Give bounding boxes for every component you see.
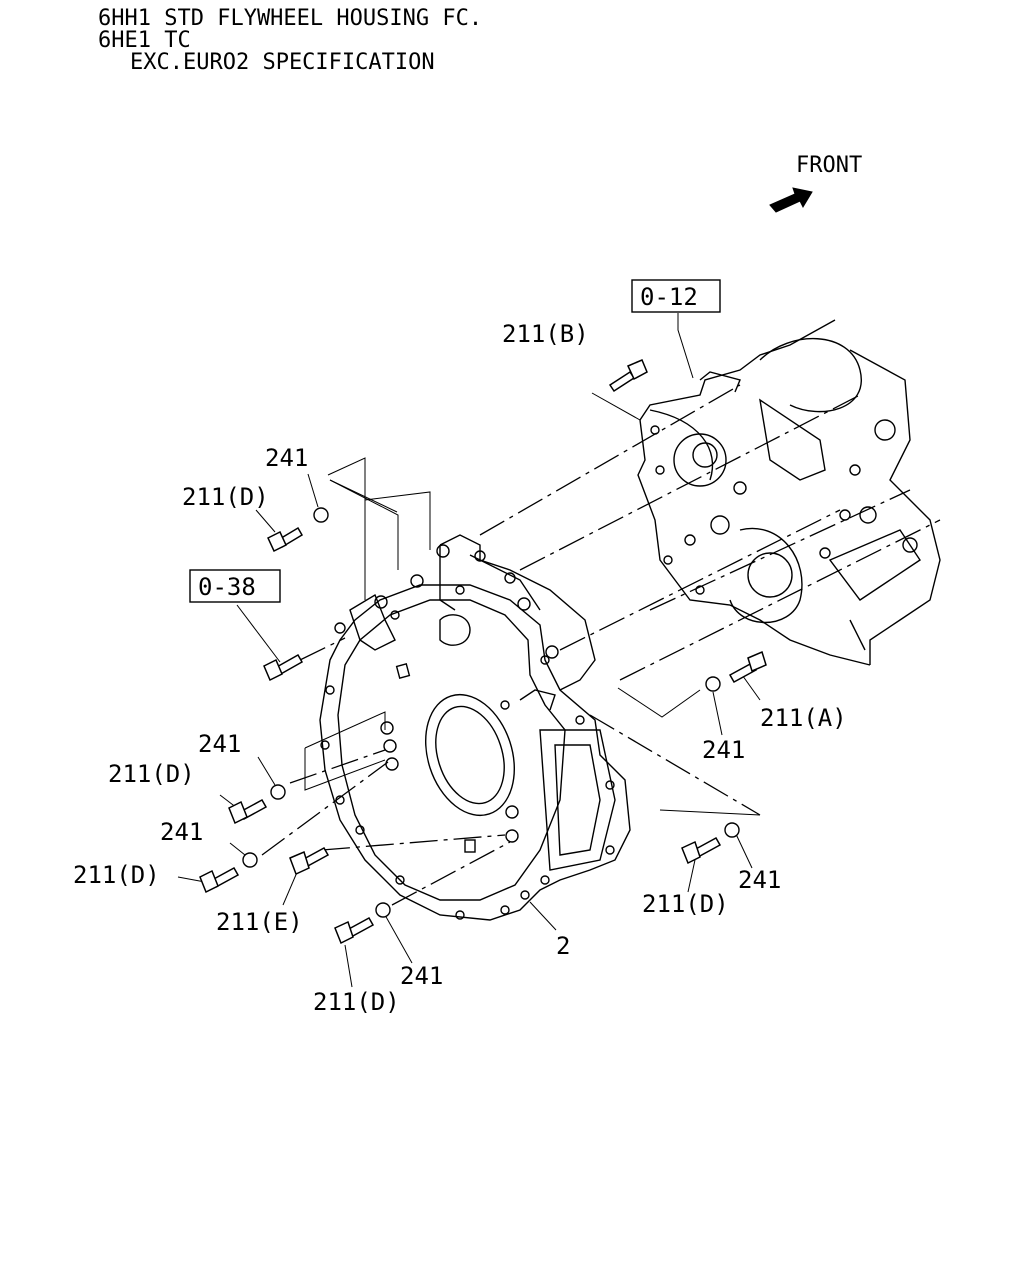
callout-241-bottom: 241 <box>400 962 443 990</box>
alignment-lines <box>261 384 941 906</box>
bolt-211D-top <box>267 526 304 553</box>
ref-box-0-12 <box>631 279 721 313</box>
washer-241-left1 <box>270 784 286 800</box>
washer-241-top <box>313 507 329 523</box>
leader-lines <box>177 313 761 988</box>
header-line-1: 6HH1 STD FLYWHEEL HOUSING FC. <box>98 6 482 31</box>
callout-2: 2 <box>556 932 570 960</box>
engine-block <box>637 319 941 666</box>
bolt-211E <box>289 846 330 876</box>
bolt-211D-left1 <box>228 798 268 825</box>
callout-211B: 211(B) <box>502 320 589 348</box>
bolt-211D-left2 <box>199 866 240 894</box>
header-line-2: 6HE1 TC <box>98 28 191 53</box>
callout-241-top: 241 <box>265 444 308 472</box>
ref-box-0-38 <box>189 569 281 603</box>
washer-241-lowright <box>724 822 740 838</box>
callout-211A: 211(A) <box>760 704 847 732</box>
flywheel-housing <box>319 534 631 921</box>
front-arrow-icon <box>769 187 813 213</box>
front-label: FRONT <box>796 153 862 178</box>
callout-211D-bottom: 211(D) <box>313 988 400 1016</box>
callout-241-right: 241 <box>702 736 745 764</box>
washer-241-bottom <box>375 902 391 918</box>
washer-241-left2 <box>242 852 258 868</box>
callout-211E: 211(E) <box>216 908 303 936</box>
bolt-0-38 <box>263 653 304 682</box>
callout-211D-left1: 211(D) <box>108 760 195 788</box>
callout-211D-left2: 211(D) <box>73 861 160 889</box>
callout-241-left2: 241 <box>160 818 203 846</box>
washer-241-right <box>705 676 721 692</box>
ref-0-38: 0-38 <box>198 573 256 601</box>
callout-211D-right: 211(D) <box>642 890 729 918</box>
bolt-211D-right <box>681 836 722 865</box>
bolt-211A <box>728 650 767 684</box>
bolt-211B <box>608 359 648 393</box>
bolt-211D-bottom <box>334 916 375 945</box>
header-line-3: EXC.EURO2 SPECIFICATION <box>130 50 435 75</box>
callout-241-lowright: 241 <box>738 866 781 894</box>
callout-211D-top: 211(D) <box>182 483 269 511</box>
ref-0-12: 0-12 <box>640 283 698 311</box>
callout-241-left1: 241 <box>198 730 241 758</box>
